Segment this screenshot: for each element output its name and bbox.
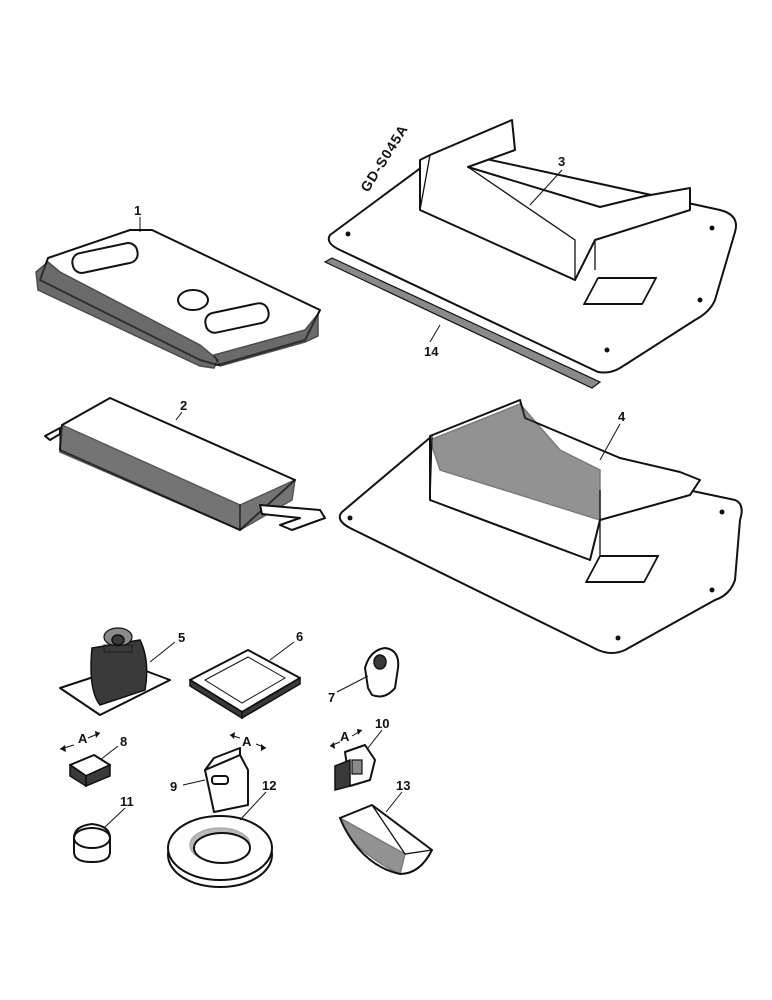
part-label-7: 7: [328, 690, 335, 705]
part-10-clip: [334, 744, 376, 791]
part-9-bracket: [204, 747, 249, 813]
part-3-plate-with-cover: [327, 119, 737, 374]
part-labels: 1 2 3 4 5 6 7 8 9 10 11 12 13 14 A A A: [78, 154, 626, 809]
part-8-square-fitting: [69, 754, 111, 788]
part-12-ring: [167, 815, 273, 888]
part-1-top-cover: [35, 229, 321, 369]
view-markers: [59, 729, 363, 752]
leader-lines: [99, 169, 621, 829]
view-marker-label-9: A: [242, 734, 252, 749]
part-label-10: 10: [375, 716, 389, 731]
part-11-cap: [73, 823, 111, 863]
part-label-11: 11: [120, 794, 134, 809]
part-4-plate-with-cover: [338, 399, 743, 654]
view-marker-label-8: A: [78, 731, 88, 746]
part-label-9: 9: [170, 779, 177, 794]
part-2-channel-bracket: [44, 397, 326, 532]
part-label-6: 6: [296, 629, 303, 644]
part-label-4: 4: [618, 409, 626, 424]
part-label-8: 8: [120, 734, 127, 749]
part-label-3: 3: [558, 154, 565, 169]
view-marker-label-10: A: [340, 729, 350, 744]
part-label-13: 13: [396, 778, 410, 793]
part-6-flat-pad: [189, 649, 301, 720]
part-label-5: 5: [178, 630, 185, 645]
part-label-12: 12: [262, 778, 276, 793]
part-13-half-round: [338, 804, 433, 876]
part-14-seal-strip: [323, 257, 602, 389]
part-label-1: 1: [134, 203, 141, 218]
part-label-2: 2: [180, 398, 187, 413]
part-5-rubber-boot: [59, 627, 171, 716]
part-7-grommet: [364, 647, 400, 698]
part-label-14: 14: [424, 344, 439, 359]
